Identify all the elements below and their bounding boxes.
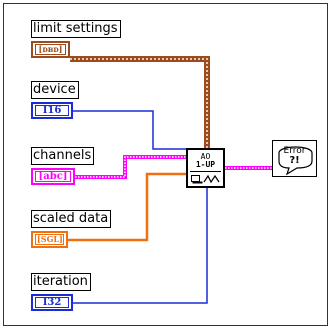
scaled-data-label: scaled data <box>31 210 112 228</box>
wire-scaled-data[interactable] <box>68 172 187 242</box>
error-line1: Error <box>283 146 306 156</box>
wire-device[interactable] <box>73 110 188 150</box>
channels-label: channels <box>31 147 95 165</box>
error-speech-bubble-icon <box>278 146 313 176</box>
analog-output-waveform-icon <box>191 174 220 184</box>
wire-iteration[interactable] <box>73 186 208 304</box>
iteration-type-tag: I32 <box>35 297 69 308</box>
wire-limit-settings[interactable] <box>70 56 210 148</box>
diagram-frame <box>3 3 328 326</box>
wire-channels[interactable] <box>75 155 187 179</box>
limit-settings-label: limit settings <box>31 20 121 38</box>
ao-1-up-subvi[interactable]: AO 1-UP <box>186 148 225 188</box>
iteration-terminal[interactable]: I32 <box>31 294 73 311</box>
limit-settings-type-tag: [ᴅʙᴅ] <box>35 44 66 55</box>
device-terminal[interactable]: I16 <box>31 102 73 119</box>
iteration-label: iteration <box>31 273 91 291</box>
error-handler-subvi[interactable]: Error ?! <box>272 140 317 177</box>
device-label: device <box>31 81 79 99</box>
error-line2: ?! <box>289 155 300 166</box>
subvi-line2: 1-UP <box>195 160 216 169</box>
channels-type-tag: [abc] <box>35 171 71 182</box>
scaled-data-terminal[interactable]: [SGL] <box>31 231 68 248</box>
scaled-data-type-tag: [SGL] <box>35 234 64 245</box>
limit-settings-terminal[interactable]: [ᴅʙᴅ] <box>31 41 70 58</box>
device-type-tag: I16 <box>35 105 69 116</box>
channels-terminal[interactable]: [abc] <box>31 168 75 185</box>
subvi-divider <box>190 171 221 172</box>
subvi-line1: AO <box>200 152 211 161</box>
